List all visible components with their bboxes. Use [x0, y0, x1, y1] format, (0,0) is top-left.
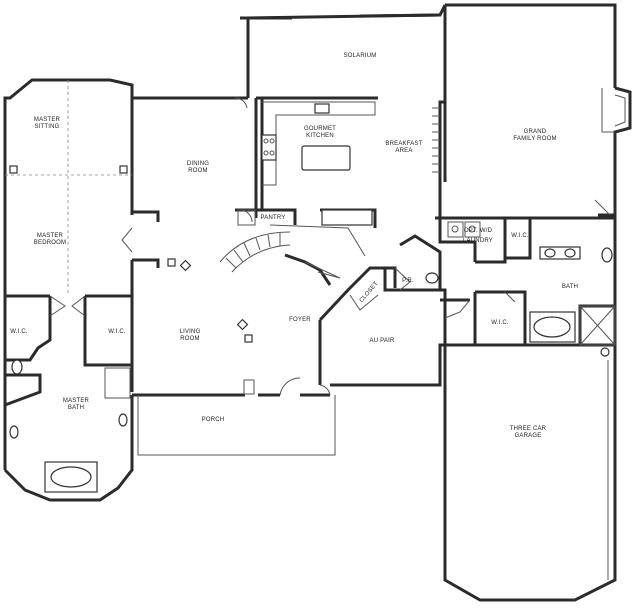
fixtures [9, 97, 616, 493]
label-master-sitting: MASTER [34, 117, 61, 123]
label-bath: BATH [562, 284, 578, 290]
column [167, 258, 176, 267]
porch-outline [137, 395, 336, 456]
garage-walls [443, 345, 617, 602]
label-foyer: FOYER [289, 317, 311, 323]
label-master-sitting: SITTING [34, 124, 59, 130]
label-wic: W.I.C. [491, 320, 509, 326]
label-grand-family-room: FAMILY ROOM [513, 136, 556, 142]
label-grand-family-room: GRAND [524, 129, 547, 135]
label-laundry: LAUNDRY [463, 238, 493, 244]
exterior-walls [3, 3, 632, 602]
column [236, 318, 249, 331]
label-living-room: LIVING [180, 329, 201, 335]
room-labels: SOLARIUM GRAND FAMILY ROOM MASTER SITTIN… [10, 53, 578, 439]
label-dining-room: DINING [187, 161, 209, 167]
label-breakfast-area: AREA [395, 148, 412, 154]
kitchen-sink [314, 103, 330, 114]
label-laundry: OPT. W/D [464, 228, 493, 234]
label-living-room: ROOM [180, 336, 199, 342]
column [244, 334, 253, 343]
label-gourmet-kitchen: KITCHEN [306, 133, 334, 139]
label-master-bath: BATH [68, 405, 84, 411]
label-wic: W.I.C. [10, 329, 28, 335]
label-garage: THREE CAR [510, 426, 547, 432]
label-wic: W.I.C. [511, 233, 529, 239]
label-master-bedroom: BEDROOM [34, 240, 66, 246]
steps [432, 107, 611, 216]
staircase [219, 231, 291, 273]
label-solarium: SOLARIUM [344, 53, 377, 59]
cooktop [261, 134, 277, 161]
label-pantry: PANTRY [261, 215, 286, 221]
stair-rail [284, 253, 332, 286]
label-wic: W.I.C. [108, 329, 126, 335]
label-master-bath: MASTER [63, 398, 90, 404]
kitchen-island [301, 145, 351, 171]
label-au-pair: AU PAIR [370, 338, 395, 344]
column [179, 259, 192, 272]
label-closet: CLOSET [359, 281, 380, 304]
label-master-bedroom: MASTER [37, 233, 64, 239]
solarium-walls [246, 4, 447, 98]
label-breakfast-area: BREAKFAST [385, 141, 422, 147]
column [119, 165, 128, 174]
label-garage: GARAGE [515, 433, 542, 439]
family-room-walls [438, 5, 447, 182]
label-gourmet-kitchen: GOURMET [304, 126, 336, 132]
label-powder-room: P.R. [402, 278, 414, 284]
column [9, 165, 18, 174]
interior-walls [4, 80, 615, 407]
doors [234, 97, 331, 396]
label-dining-room: ROOM [188, 168, 207, 174]
kitchen-counter [262, 101, 376, 186]
label-porch: PORCH [202, 417, 225, 423]
master-suite-walls [3, 78, 134, 296]
